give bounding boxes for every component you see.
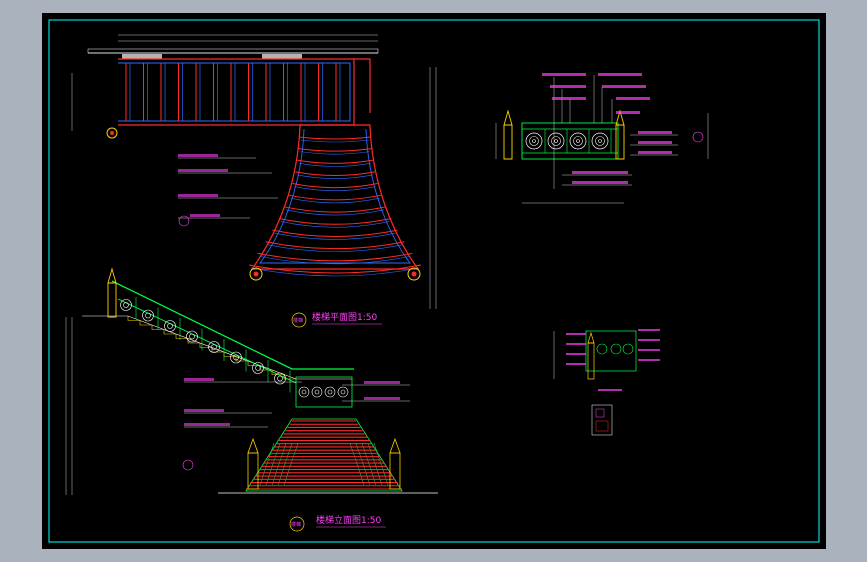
elevation-title: 楼梯立面图1:50 bbox=[316, 514, 381, 526]
newel-post-icon bbox=[247, 452, 259, 490]
elevation-tag: 楼梯 bbox=[291, 521, 301, 528]
newel-post-icon bbox=[407, 267, 421, 281]
newel-post-icon bbox=[389, 452, 401, 490]
newel-post-icon bbox=[503, 124, 513, 160]
newel-post-icon bbox=[249, 267, 263, 281]
cad-viewport[interactable]: 楼梯 楼梯平面图1:50 bbox=[42, 13, 826, 549]
newel-post-icon bbox=[107, 282, 117, 318]
newel-post-icon bbox=[587, 342, 595, 380]
railing-detail bbox=[495, 73, 709, 204]
plan-title: 楼梯平面图1:50 bbox=[312, 311, 377, 323]
drawing-canvas: 楼梯 楼梯平面图1:50 bbox=[48, 19, 820, 543]
newel-post-icon bbox=[615, 124, 625, 160]
drawing-frame bbox=[48, 19, 820, 543]
plan-tag: 楼梯 bbox=[293, 317, 303, 324]
stair-plan: 楼梯 楼梯平面图1:50 bbox=[71, 34, 437, 328]
post-detail bbox=[553, 329, 660, 436]
newel-post-icon bbox=[106, 127, 118, 139]
stair-elevation: 楼梯 楼梯立面图1:50 bbox=[65, 267, 438, 532]
